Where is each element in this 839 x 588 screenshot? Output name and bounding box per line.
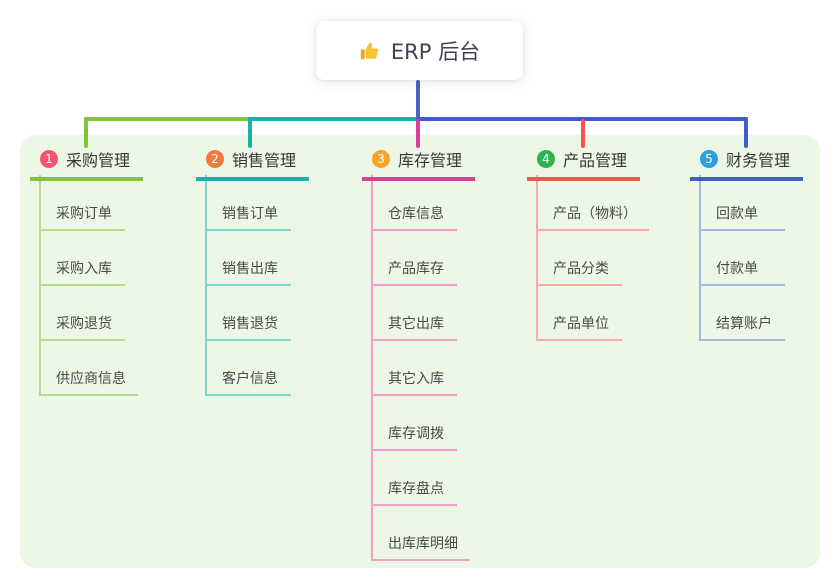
child-node[interactable]: 其它出库 (371, 314, 457, 341)
child-node[interactable]: 付款单 (699, 259, 785, 286)
branch-node-3[interactable]: 3 库存管理 (362, 146, 475, 181)
child-node[interactable]: 产品库存 (371, 259, 457, 286)
child-node[interactable]: 采购退货 (39, 314, 125, 341)
child-node[interactable]: 仓库信息 (371, 204, 457, 231)
child-node[interactable]: 客户信息 (205, 369, 291, 396)
connector-drop-1 (84, 117, 88, 148)
child-node[interactable]: 销售退货 (205, 314, 291, 341)
branch-badge: 2 (206, 150, 224, 168)
child-node[interactable]: 产品单位 (536, 314, 622, 341)
branch-spine (371, 175, 373, 561)
branch-node-5[interactable]: 5 财务管理 (690, 146, 803, 181)
branch-label: 产品管理 (563, 151, 628, 170)
child-node[interactable]: 采购入库 (39, 259, 125, 286)
connector-branch-1 (84, 117, 254, 121)
child-node[interactable]: 结算账户 (699, 314, 785, 341)
child-node[interactable]: 其它入库 (371, 369, 457, 396)
connector-drop-2 (248, 117, 252, 148)
child-node[interactable]: 供应商信息 (39, 369, 138, 396)
child-node[interactable]: 出库库明细 (371, 534, 470, 561)
branches-panel (20, 135, 820, 568)
branch-spine (699, 175, 701, 341)
child-node[interactable]: 产品分类 (536, 259, 622, 286)
branch-badge: 1 (40, 150, 58, 168)
child-node[interactable]: 销售出库 (205, 259, 291, 286)
connector-drop-5 (744, 117, 748, 148)
branch-badge: 4 (537, 150, 555, 168)
branch-badge: 5 (700, 150, 718, 168)
branch-label: 财务管理 (726, 151, 791, 170)
branch-badge: 3 (372, 150, 390, 168)
branch-node-1[interactable]: 1 采购管理 (30, 146, 143, 181)
child-node[interactable]: 库存调拨 (371, 424, 457, 451)
branch-spine (536, 175, 538, 341)
child-node[interactable]: 采购订单 (39, 204, 125, 231)
connector-drop-3 (416, 119, 420, 148)
branch-node-2[interactable]: 2 销售管理 (196, 146, 309, 181)
root-title: ERP 后台 (390, 39, 481, 64)
child-node[interactable]: 回款单 (699, 204, 785, 231)
child-node[interactable]: 销售订单 (205, 204, 291, 231)
branch-label: 采购管理 (66, 151, 131, 170)
root-node[interactable]: ERP 后台 (316, 21, 523, 80)
child-node[interactable]: 库存盘点 (371, 479, 457, 506)
thumbs-up-icon (360, 42, 379, 59)
branch-label: 销售管理 (232, 151, 297, 170)
branch-label: 库存管理 (398, 151, 463, 170)
connector-branch-2 (248, 117, 420, 121)
root-connector (416, 80, 420, 121)
branch-node-4[interactable]: 4 产品管理 (527, 146, 640, 181)
child-node[interactable]: 产品（物料） (536, 204, 649, 231)
connector-drop-4 (581, 119, 585, 148)
